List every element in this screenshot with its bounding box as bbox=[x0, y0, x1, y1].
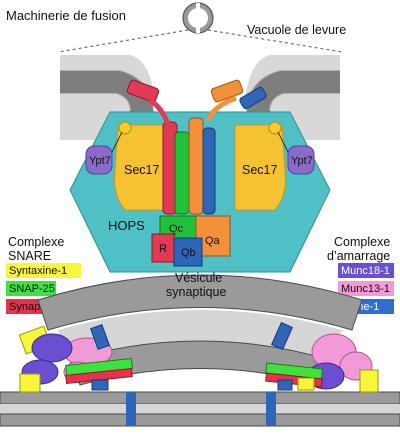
legend-label: Munc13-1 bbox=[341, 283, 390, 295]
docking-heading-line2: d’amarrage bbox=[327, 249, 390, 263]
qa-label: Qa bbox=[205, 235, 221, 247]
legend-label: Syntaxine-1 bbox=[9, 265, 67, 277]
sec17-left-shape bbox=[114, 124, 166, 211]
sec17-right-shape bbox=[234, 124, 286, 211]
legend-swatch bbox=[338, 281, 394, 296]
plasma-membrane bbox=[0, 391, 400, 427]
vacuole-icon bbox=[182, 2, 214, 34]
ypt7-right bbox=[268, 121, 315, 175]
qc-label: Qc bbox=[169, 223, 184, 235]
ypt7-left bbox=[85, 121, 132, 175]
left-docking-complex bbox=[18, 323, 133, 393]
snare-heading-line1: Complexe bbox=[8, 235, 64, 249]
qb-box bbox=[173, 237, 203, 267]
ypt7-left-label: Ypt7 bbox=[89, 155, 111, 167]
vacuolar-snare-bundle bbox=[126, 79, 267, 215]
zoom-lines bbox=[57, 29, 343, 53]
sec17-left-label: Sec17 bbox=[124, 163, 159, 177]
legend-label: SNAP-25 bbox=[9, 283, 55, 295]
diagram-title: Machinerie de fusion bbox=[6, 8, 126, 23]
vesicle-label-line1: Vésicule bbox=[175, 271, 222, 285]
snare-heading-line2: SNARE bbox=[8, 249, 51, 263]
legend-swatch bbox=[6, 281, 56, 296]
docking-heading-line1: Complexe bbox=[334, 235, 390, 249]
r-label: R bbox=[159, 243, 167, 255]
vesicle-label-line2: synaptique bbox=[166, 285, 227, 299]
right-docking-complex bbox=[265, 321, 379, 393]
hops-label: HOPS bbox=[108, 218, 145, 233]
sec17-right-label: Sec17 bbox=[242, 163, 277, 177]
legend-swatch bbox=[6, 263, 81, 278]
vacuole-label: Vacuole de levure bbox=[247, 23, 346, 37]
qb-label: Qb bbox=[181, 247, 196, 259]
legend-label: Munc18-1 bbox=[341, 265, 390, 277]
legend-swatch bbox=[338, 263, 394, 278]
ypt7-right-label: Ypt7 bbox=[291, 155, 313, 167]
